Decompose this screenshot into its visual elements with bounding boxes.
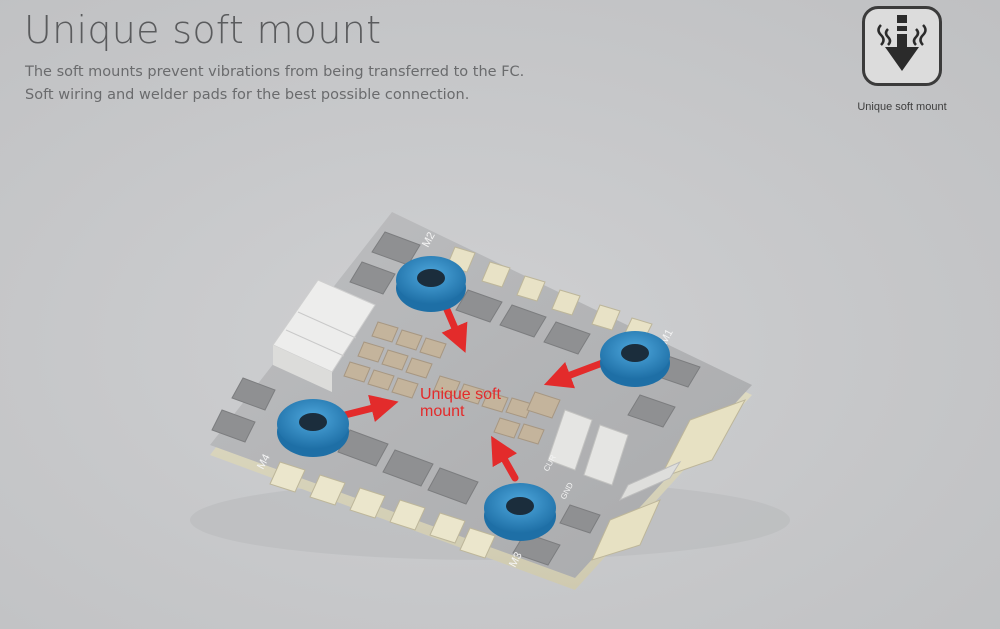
callout-arrows bbox=[341, 301, 609, 482]
soft-mount-grommets bbox=[277, 256, 670, 541]
callout-text: Unique soft mount bbox=[420, 386, 501, 420]
description: The soft mounts prevent vibrations from … bbox=[25, 61, 524, 107]
pcb-board: M2 M1 M3 M4 CUR GND bbox=[210, 212, 752, 590]
page-title: Unique soft mount bbox=[24, 8, 382, 52]
arrow-left bbox=[341, 394, 399, 422]
soft-mount-badge bbox=[862, 6, 942, 86]
arrow-top bbox=[441, 301, 468, 353]
bottom-solder-pads bbox=[269, 461, 496, 559]
side-pad-arrays bbox=[591, 399, 747, 561]
white-connector bbox=[272, 279, 376, 392]
grommet-top-right bbox=[600, 331, 670, 387]
mosfet-chips bbox=[211, 231, 701, 566]
capacitor-array bbox=[343, 321, 561, 445]
grommet-bottom-left bbox=[277, 399, 349, 457]
callout-line-1: Unique soft bbox=[420, 386, 501, 403]
description-line-1: The soft mounts prevent vibrations from … bbox=[25, 64, 525, 80]
arrow-right bbox=[543, 358, 609, 389]
shunt-resistors bbox=[547, 409, 629, 486]
grommet-bottom-right bbox=[484, 483, 556, 541]
soft-mount-icon bbox=[877, 15, 927, 71]
callout-line-2: mount bbox=[420, 403, 465, 420]
grommet-top-left bbox=[396, 256, 466, 312]
badge-label: Unique soft mount bbox=[857, 101, 947, 113]
arrow-bottom bbox=[491, 435, 519, 482]
description-line-2: Soft wiring and welder pads for the best… bbox=[25, 87, 470, 103]
